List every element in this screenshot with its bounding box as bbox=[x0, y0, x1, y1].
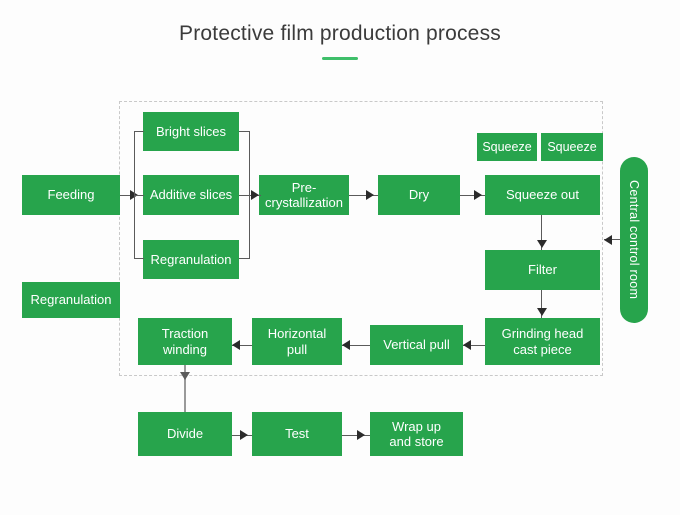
node-additive-slices[interactable]: Additive slices bbox=[143, 175, 239, 215]
node-vertical-pull[interactable]: Vertical pull bbox=[370, 325, 463, 365]
node-squeeze-out[interactable]: Squeeze out bbox=[485, 175, 600, 215]
node-divide[interactable]: Divide bbox=[138, 412, 232, 456]
node-feeding[interactable]: Feeding bbox=[22, 175, 120, 215]
node-regranulation-mid[interactable]: Regranulation bbox=[143, 240, 239, 279]
node-wrap-up-and-store[interactable]: Wrap up and store bbox=[370, 412, 463, 456]
connector-test-to-wrap-up bbox=[342, 434, 370, 436]
arrowhead-to-grinding-head bbox=[537, 308, 547, 316]
node-bright-slices[interactable]: Bright slices bbox=[143, 112, 239, 151]
node-squeeze-1[interactable]: Squeeze bbox=[477, 133, 537, 161]
connector-vertical-pull-to-horizontal-pull bbox=[342, 344, 370, 346]
connector-filter-to-grinding-head bbox=[541, 290, 543, 318]
connector-ccr-to-process bbox=[604, 239, 620, 241]
connector-grinding-head-to-vertical-pull bbox=[463, 344, 485, 346]
connector-left-bracket-stub-additive bbox=[134, 194, 144, 196]
title-accent-underline bbox=[322, 57, 358, 60]
arrowhead-to-filter bbox=[537, 240, 547, 248]
connector-precrystallization-to-dry bbox=[349, 194, 378, 196]
node-test[interactable]: Test bbox=[252, 412, 342, 456]
node-traction-winding[interactable]: Traction winding bbox=[138, 318, 232, 365]
connector-feeding-to-bracket bbox=[120, 194, 134, 196]
node-central-control-room[interactable]: Central control room bbox=[620, 157, 648, 323]
node-squeeze-2[interactable]: Squeeze bbox=[541, 133, 603, 161]
node-dry[interactable]: Dry bbox=[378, 175, 460, 215]
connector-right-bracket-stub-bright bbox=[239, 131, 250, 133]
arrowhead-to-test bbox=[240, 430, 248, 440]
connector-right-bracket-stub-regranulation bbox=[239, 258, 250, 260]
node-filter[interactable]: Filter bbox=[485, 250, 600, 290]
connector-traction-winding-to-divide bbox=[184, 365, 186, 412]
connector-horizontal-pull-to-traction-winding bbox=[232, 344, 252, 346]
connector-left-bracket-stub-regranulation bbox=[134, 258, 144, 260]
page-title: Protective film production process bbox=[179, 22, 501, 45]
node-grinding-head-cast-piece[interactable]: Grinding head cast piece bbox=[485, 318, 600, 365]
connector-squeeze-out-to-filter bbox=[541, 215, 543, 250]
arrowhead-to-divide bbox=[180, 372, 190, 380]
node-regranulation-left[interactable]: Regranulation bbox=[22, 282, 120, 318]
node-horizontal-pull[interactable]: Horizontal pull bbox=[252, 318, 342, 365]
connector-dry-to-squeeze-out bbox=[460, 194, 485, 196]
arrowhead-to-precrystallization bbox=[251, 190, 259, 200]
arrowhead-to-dry bbox=[366, 190, 374, 200]
arrowhead-to-wrap-up bbox=[357, 430, 365, 440]
arrowhead-to-horizontal-pull bbox=[342, 340, 350, 350]
production-zone-boundary bbox=[119, 101, 603, 376]
arrowhead-ccr-to-process bbox=[604, 234, 612, 245]
arrowhead-to-vertical-pull bbox=[463, 340, 471, 350]
arrowhead-to-traction-winding bbox=[232, 340, 240, 350]
connector-right-bracket-stub-additive bbox=[239, 194, 250, 196]
node-pre-crystallization[interactable]: Pre- crystallization bbox=[259, 175, 349, 215]
connector-left-bracket-stub-bright bbox=[134, 131, 144, 133]
arrowhead-to-squeeze-out bbox=[474, 190, 482, 200]
central-control-room-label: Central control room bbox=[627, 180, 641, 300]
